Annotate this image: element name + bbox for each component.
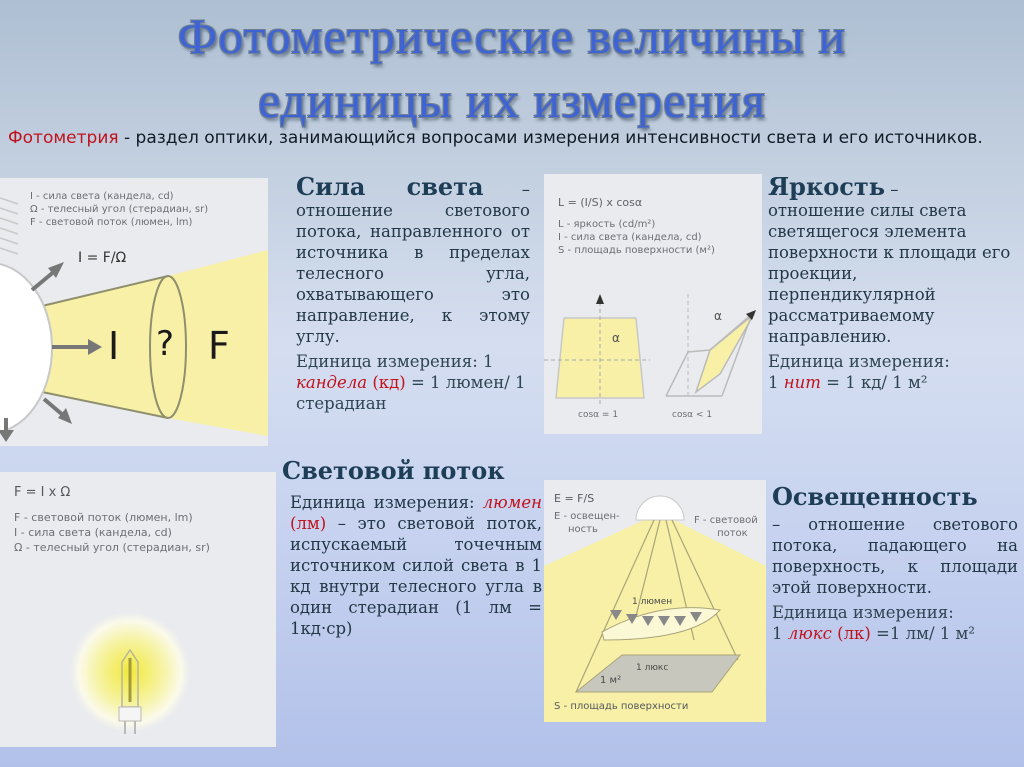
flux-unit-name: люмен: [482, 493, 542, 512]
flux-legend: F - световой поток (люмен, lm) I - сила …: [14, 511, 210, 554]
luminance-surfaces-diagram: α α: [544, 294, 756, 404]
illuminance-heading: Освещенность: [772, 482, 978, 511]
slide-title: Фотометрические величины и единицы их из…: [0, 4, 1024, 132]
label-f: F: [208, 324, 230, 368]
intro-term: Фотометрия: [8, 128, 119, 148]
luminance-text: Яркость – отношение силы света светящего…: [768, 175, 1018, 393]
flux-definition: – это световой поток, испускаемый точечн…: [290, 514, 542, 638]
label-question: ?: [156, 324, 175, 364]
intro-paragraph: Фотометрия - раздел оптики, занимающийся…: [8, 126, 1014, 150]
luminance-legend: L - яркость (cd/m²) I - сила света (канд…: [558, 219, 715, 256]
flux-figure: F = I x Ω F - световой поток (люмен, lm)…: [0, 472, 276, 747]
luminance-figure: L = (I/S) x cosα L - яркость (cd/m²) I -…: [544, 174, 762, 434]
intensity-figure: I - сила света (кандела, cd) Ω - телесны…: [0, 178, 268, 446]
flux-text: Единица измерения: люмен (лм) – это свет…: [290, 493, 542, 638]
glowing-capsule-bulb: [70, 612, 190, 734]
illuminance-figure: E = F/S E - освещен- ность F - световой …: [544, 480, 766, 722]
illuminance-formula: E = F/S: [554, 492, 595, 505]
luminance-heading: Яркость: [768, 172, 886, 201]
label-i: I: [108, 324, 120, 368]
title-line-2: единицы их измерения: [258, 72, 766, 128]
illuminance-text: – отношение светового потока, падающего …: [772, 514, 1018, 644]
label-one-m2: 1 м²: [600, 675, 622, 686]
lamp-pyramid-diagram: [544, 480, 766, 722]
intensity-formula: I = F/Ω: [78, 250, 127, 266]
illuminance-definition: – отношение светового потока, падающего …: [772, 515, 1018, 597]
illuminance-label-e: E - освещен- ность: [554, 511, 620, 535]
intensity-heading: Сила света: [296, 172, 484, 201]
lamp-cone-diagram: [0, 197, 268, 446]
label-surface-area: S - площадь поверхности: [554, 701, 689, 712]
title-line-1: Фотометрические величины и: [177, 8, 847, 64]
luminance-unit: Единица измерения:1 нит = 1 кд/ 1 м²: [768, 352, 950, 392]
flux-heading: Световой поток: [282, 456, 505, 485]
label-one-lumen: 1 люмен: [632, 597, 673, 607]
caption-cos-equal: cosα = 1: [578, 410, 619, 420]
luminance-definition: отношение силы света светящегося элемент…: [768, 201, 1011, 346]
caption-cos-less: cosα < 1: [672, 410, 713, 420]
svg-text:α: α: [612, 331, 620, 345]
flux-formula: F = I x Ω: [14, 485, 71, 500]
intensity-unit: Единица измерения: 1 кандела (кд) = 1 лю…: [296, 352, 526, 413]
illuminance-unit: Единица измерения:1 люкс (лк) =1 лм/ 1 м…: [772, 603, 975, 643]
intensity-definition: отношение светового потока, направленног…: [296, 201, 530, 346]
illuminance-label-f: F - световой поток: [694, 515, 758, 539]
luminance-formula: L = (I/S) x cosα: [558, 196, 643, 209]
intensity-text: Сила света – отношение светового потока,…: [296, 172, 530, 414]
label-one-lux: 1 люкс: [636, 663, 669, 673]
intensity-legend: I - сила света (кандела, cd) Ω - телесны…: [30, 191, 209, 228]
intro-text: - раздел оптики, занимающийся вопросами …: [118, 128, 983, 148]
svg-text:α: α: [714, 309, 722, 323]
